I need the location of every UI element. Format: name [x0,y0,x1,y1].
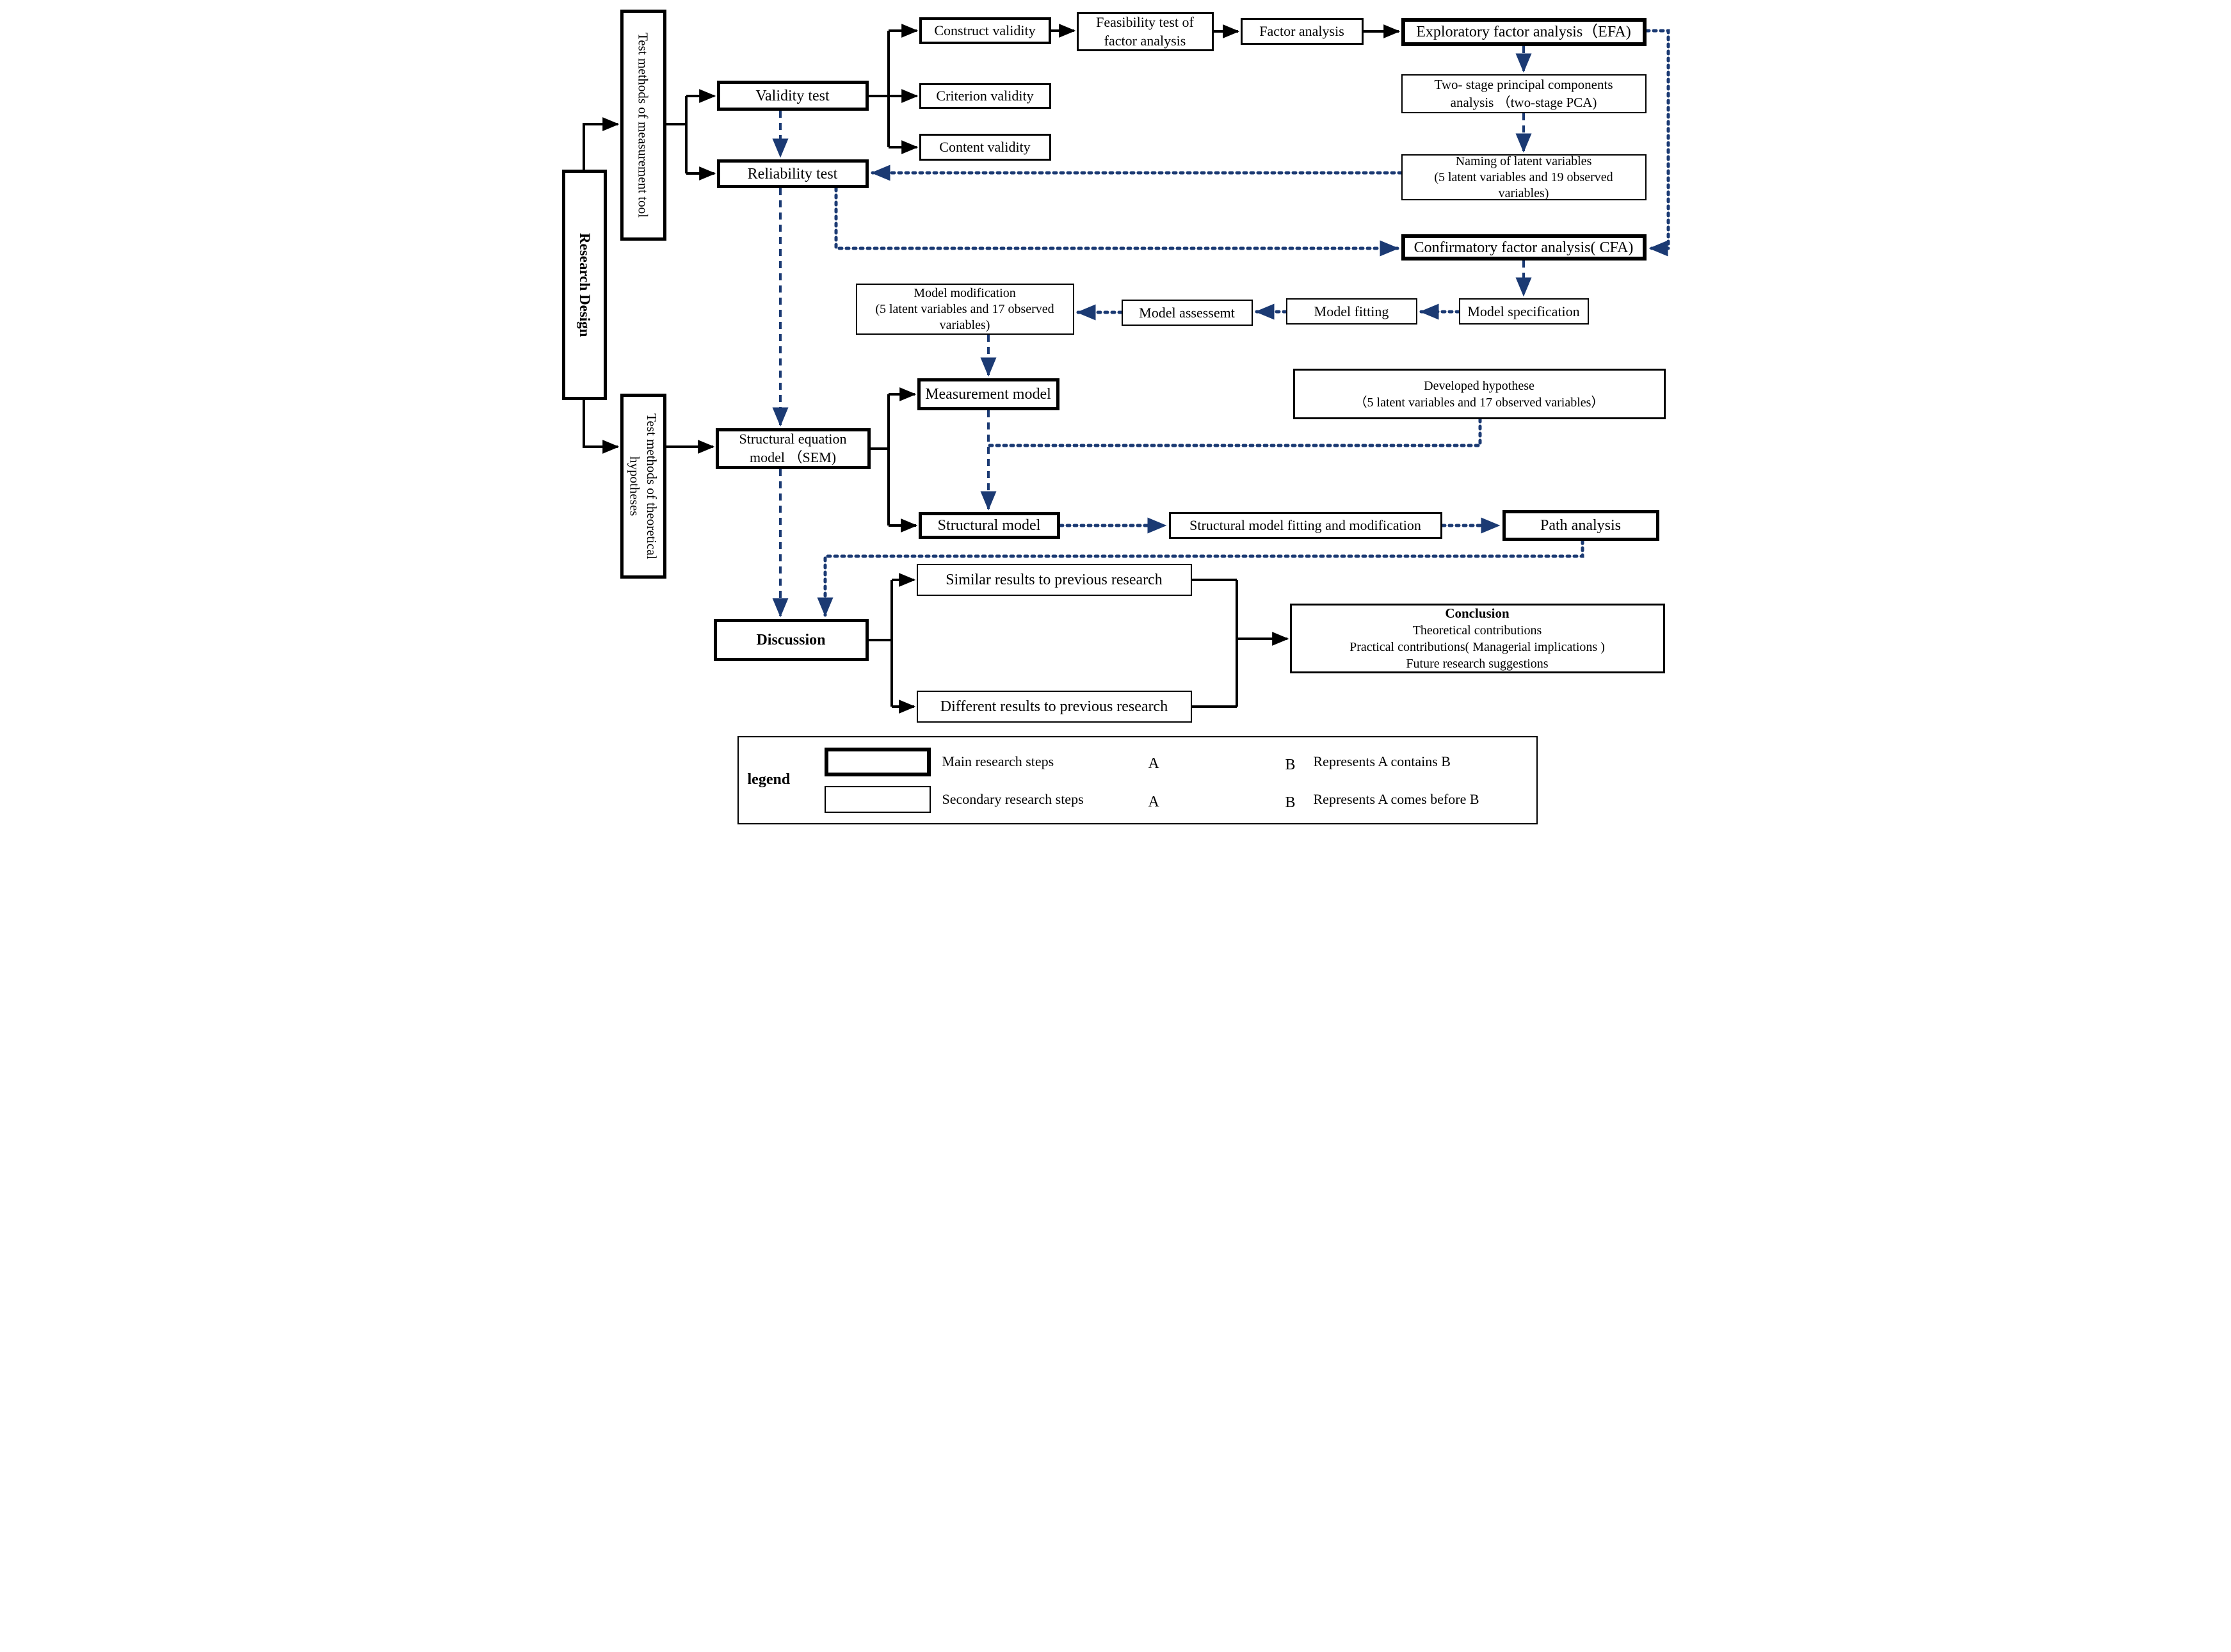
dashed-connectors [772,46,1531,618]
naming-line-3: variables) [1498,186,1549,200]
legend-secondary-steps-label: Secondary research steps [942,791,1084,807]
model-modification-line-2: (5 latent variables and 17 observed [875,301,1054,316]
node-model-modification: Model modification (5 latent variables a… [855,284,1074,335]
node-research-design: Research Design [561,170,607,400]
node-naming-latent-variables: Naming of latent variables (5 latent var… [1401,154,1647,200]
node-test-methods-measurement-tool: Test methods of measurement tool [620,10,666,241]
node-model-specification: Model specification [1458,298,1589,325]
conclusion-line-2: Theoretical contributions [1412,623,1542,638]
node-structural-model: Structural model [918,512,1060,539]
node-measurement-model: Measurement model [917,378,1059,410]
node-discussion: Discussion [713,619,869,661]
model-modification-line-3: variables) [939,317,990,332]
connector-efa-to-cfa [1645,29,1670,257]
legend-a-solid: A [1148,755,1159,772]
node-validity-test: Validity test [716,81,869,111]
connector-researchdesign-to-theoreticaltests [582,400,619,454]
node-reliability-test: Reliability test [716,159,869,188]
node-path-analysis: Path analysis [1502,510,1659,541]
connector-researchdesign-to-measurementtool [582,117,619,170]
developed-hypothese-line-2: （5 latent variables and 17 observed vari… [1354,395,1604,410]
conclusion-line-3: Practical contributions( Managerial impl… [1349,640,1605,655]
node-test-methods-theoretical-hypotheses: Test methods of theoretical hypotheses [620,394,666,579]
node-confirmatory-factor-analysis: Confirmatory factor analysis( CFA) [1401,234,1647,261]
sem-line-2: model （SEM) [749,449,837,465]
node-criterion-validity: Criterion validity [919,83,1051,109]
two-stage-pca-line-2: analysis （two-stage PCA) [1450,94,1597,110]
legend-b-dashed: B [1285,794,1296,811]
legend-before-label: Represents A comes before B [1313,791,1479,807]
conclusion-line-4: Future research suggestions [1406,657,1549,671]
legend-a-dashed: A [1148,794,1159,810]
node-content-validity: Content validity [919,134,1051,161]
connector-pathanalysis-to-discussion [817,539,1584,617]
node-conclusion: Conclusion Theoretical contributions Pra… [1289,604,1665,673]
node-feasibility-test: Feasibility test of factor analysis [1076,12,1214,51]
legend-title: legend [747,771,791,788]
flowchart-canvas: Research Design Test methods of measurem… [558,0,1673,826]
feasibility-line-1: Feasibility test of [1096,13,1194,30]
node-similar-results: Similar results to previous research [916,564,1192,596]
connector-hypothese-join [987,417,1481,447]
sem-line-1: Structural equation [739,431,847,447]
model-modification-line-1: Model modification [914,285,1016,300]
node-model-fitting: Model fitting [1285,298,1417,325]
connector-reliability-to-cfa [834,186,1399,257]
feasibility-line-2: factor analysis [1104,32,1186,49]
solid-connectors [582,24,1400,714]
legend-main-step-sample [824,748,931,776]
legend-main-steps-label: Main research steps [942,753,1054,769]
legend-contains-label: Represents A contains B [1313,753,1451,769]
node-different-results: Different results to previous research [916,691,1192,723]
dotted-connectors [817,29,1670,617]
node-structural-equation-model: Structural equation model （SEM) [715,428,871,469]
naming-line-1: Naming of latent variables [1455,154,1592,168]
node-factor-analysis: Factor analysis [1240,18,1364,45]
conclusion-title: Conclusion [1445,605,1510,621]
naming-line-2: (5 latent variables and 19 observed [1434,170,1613,184]
legend-b-solid: B [1285,757,1296,773]
legend-secondary-step-sample [824,786,931,813]
node-two-stage-pca: Two- stage principal components analysis… [1401,74,1647,113]
developed-hypothese-line-1: Developed hypothese [1424,378,1534,393]
node-model-assessment: Model assessemt [1121,300,1253,326]
node-structural-model-fitting-modification: Structural model fitting and modificatio… [1168,512,1442,539]
two-stage-pca-line-1: Two- stage principal components [1434,77,1613,93]
node-construct-validity: Construct validity [919,17,1051,44]
node-developed-hypothese: Developed hypothese （5 latent variables … [1293,369,1666,419]
node-exploratory-factor-analysis: Exploratory factor analysis（EFA) [1401,18,1647,46]
